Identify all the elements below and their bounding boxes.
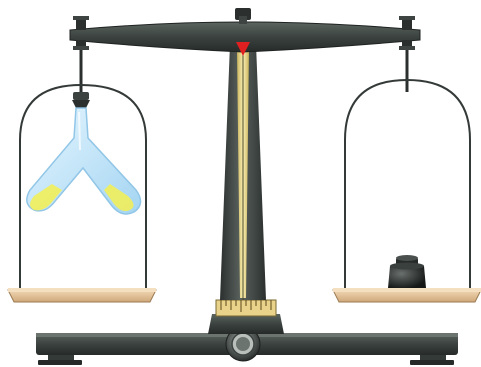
left-foot <box>38 355 82 365</box>
weight <box>388 255 426 288</box>
scale-block <box>208 300 284 334</box>
beam <box>70 8 420 56</box>
left-pan <box>8 288 156 302</box>
central-post <box>220 44 266 300</box>
y-shaped-tube <box>27 92 141 214</box>
left-pan-assembly <box>8 50 156 302</box>
right-pan <box>333 288 481 302</box>
right-pan-assembly <box>333 50 481 302</box>
right-foot <box>410 355 454 365</box>
